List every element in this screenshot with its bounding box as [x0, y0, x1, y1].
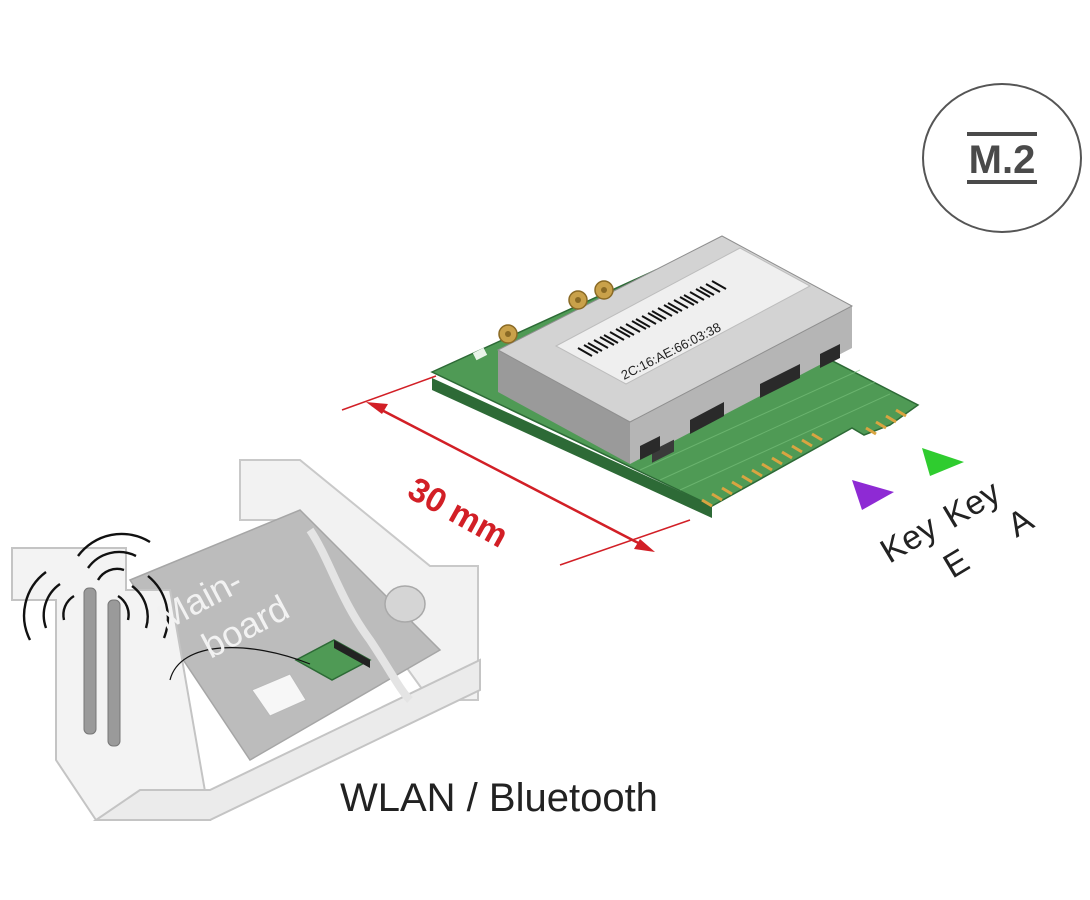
m2-card: 2C:16:AE:66:03:38	[430, 235, 920, 518]
m2-badge: M.2	[922, 83, 1082, 233]
antenna	[83, 587, 121, 747]
antenna-connector	[498, 280, 614, 344]
dimension-line	[341, 375, 691, 566]
barcode	[577, 280, 727, 357]
pc-case	[11, 459, 481, 821]
m2-badge-text: M.2	[966, 132, 1038, 184]
caption: WLAN / Bluetooth	[340, 776, 658, 820]
mainboard	[128, 509, 442, 762]
wifi-signal-icon	[22, 532, 170, 641]
gold-contacts	[701, 408, 907, 508]
key-e-triangle	[852, 480, 894, 510]
key-a-triangle	[922, 448, 964, 476]
